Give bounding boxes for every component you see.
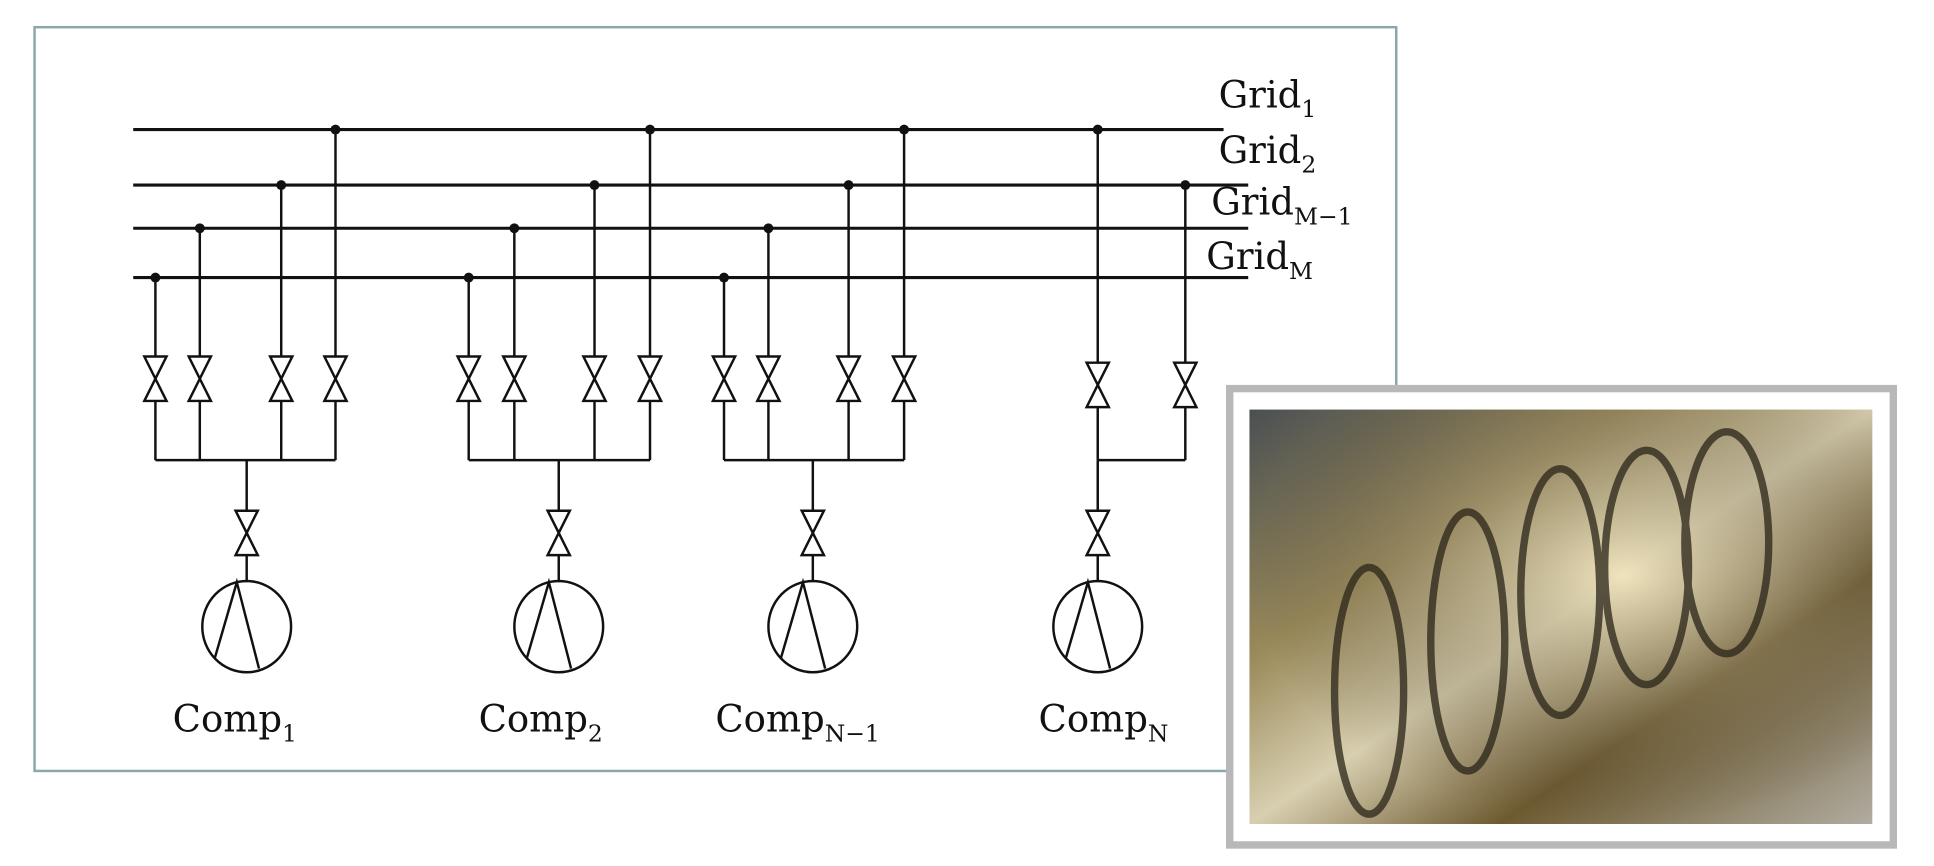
valve-icon [710, 355, 738, 403]
compressor-photo [1226, 384, 1897, 849]
valve-icon [268, 355, 295, 403]
valve-icon [501, 355, 528, 403]
compressor-icon [1052, 579, 1144, 674]
valve-icon [1084, 361, 1111, 409]
grid-label-m-1: GridM−1 [1211, 181, 1352, 231]
grid-buses [133, 128, 1249, 280]
compressor-blade [213, 577, 261, 669]
valve-icon [142, 355, 169, 403]
comp-label-n: CompN [1039, 697, 1169, 747]
compressor-blade [1064, 577, 1112, 669]
compressor-icon [767, 579, 859, 674]
grid-label-1: Grid1 [1219, 73, 1317, 123]
compressor-blade [525, 577, 573, 669]
valve-icon [233, 509, 260, 557]
valve-icon [322, 355, 349, 403]
comp-label-2: Comp2 [479, 697, 603, 747]
valve-icon [1172, 361, 1199, 409]
valve-icon [755, 355, 782, 403]
valve-icon [636, 355, 664, 403]
comp-label-n-1: CompN−1 [715, 697, 879, 747]
diagram-frame [33, 25, 1398, 773]
valve-icon [1084, 509, 1111, 557]
valve-icon [835, 355, 862, 403]
grid-labels: Grid1 Grid2 GridM−1 GridM [1206, 73, 1352, 284]
valve-icon [455, 355, 482, 403]
compressor-labels: Comp1 Comp2 CompN−1 CompN [173, 697, 1169, 747]
valve-icon [545, 509, 572, 557]
compressor-icon [201, 579, 293, 674]
grid-label-2: Grid2 [1219, 129, 1317, 179]
compressor-blade [779, 577, 827, 669]
valve-icon [581, 355, 608, 403]
valve-icon [186, 355, 213, 403]
grid-label-m: GridM [1206, 235, 1313, 285]
compressor-icon [513, 579, 605, 674]
impeller-discs [1330, 428, 1773, 818]
valve-icon [799, 509, 826, 557]
valve-icon [890, 355, 918, 403]
branches [142, 124, 1199, 674]
comp-label-1: Comp1 [173, 697, 297, 747]
